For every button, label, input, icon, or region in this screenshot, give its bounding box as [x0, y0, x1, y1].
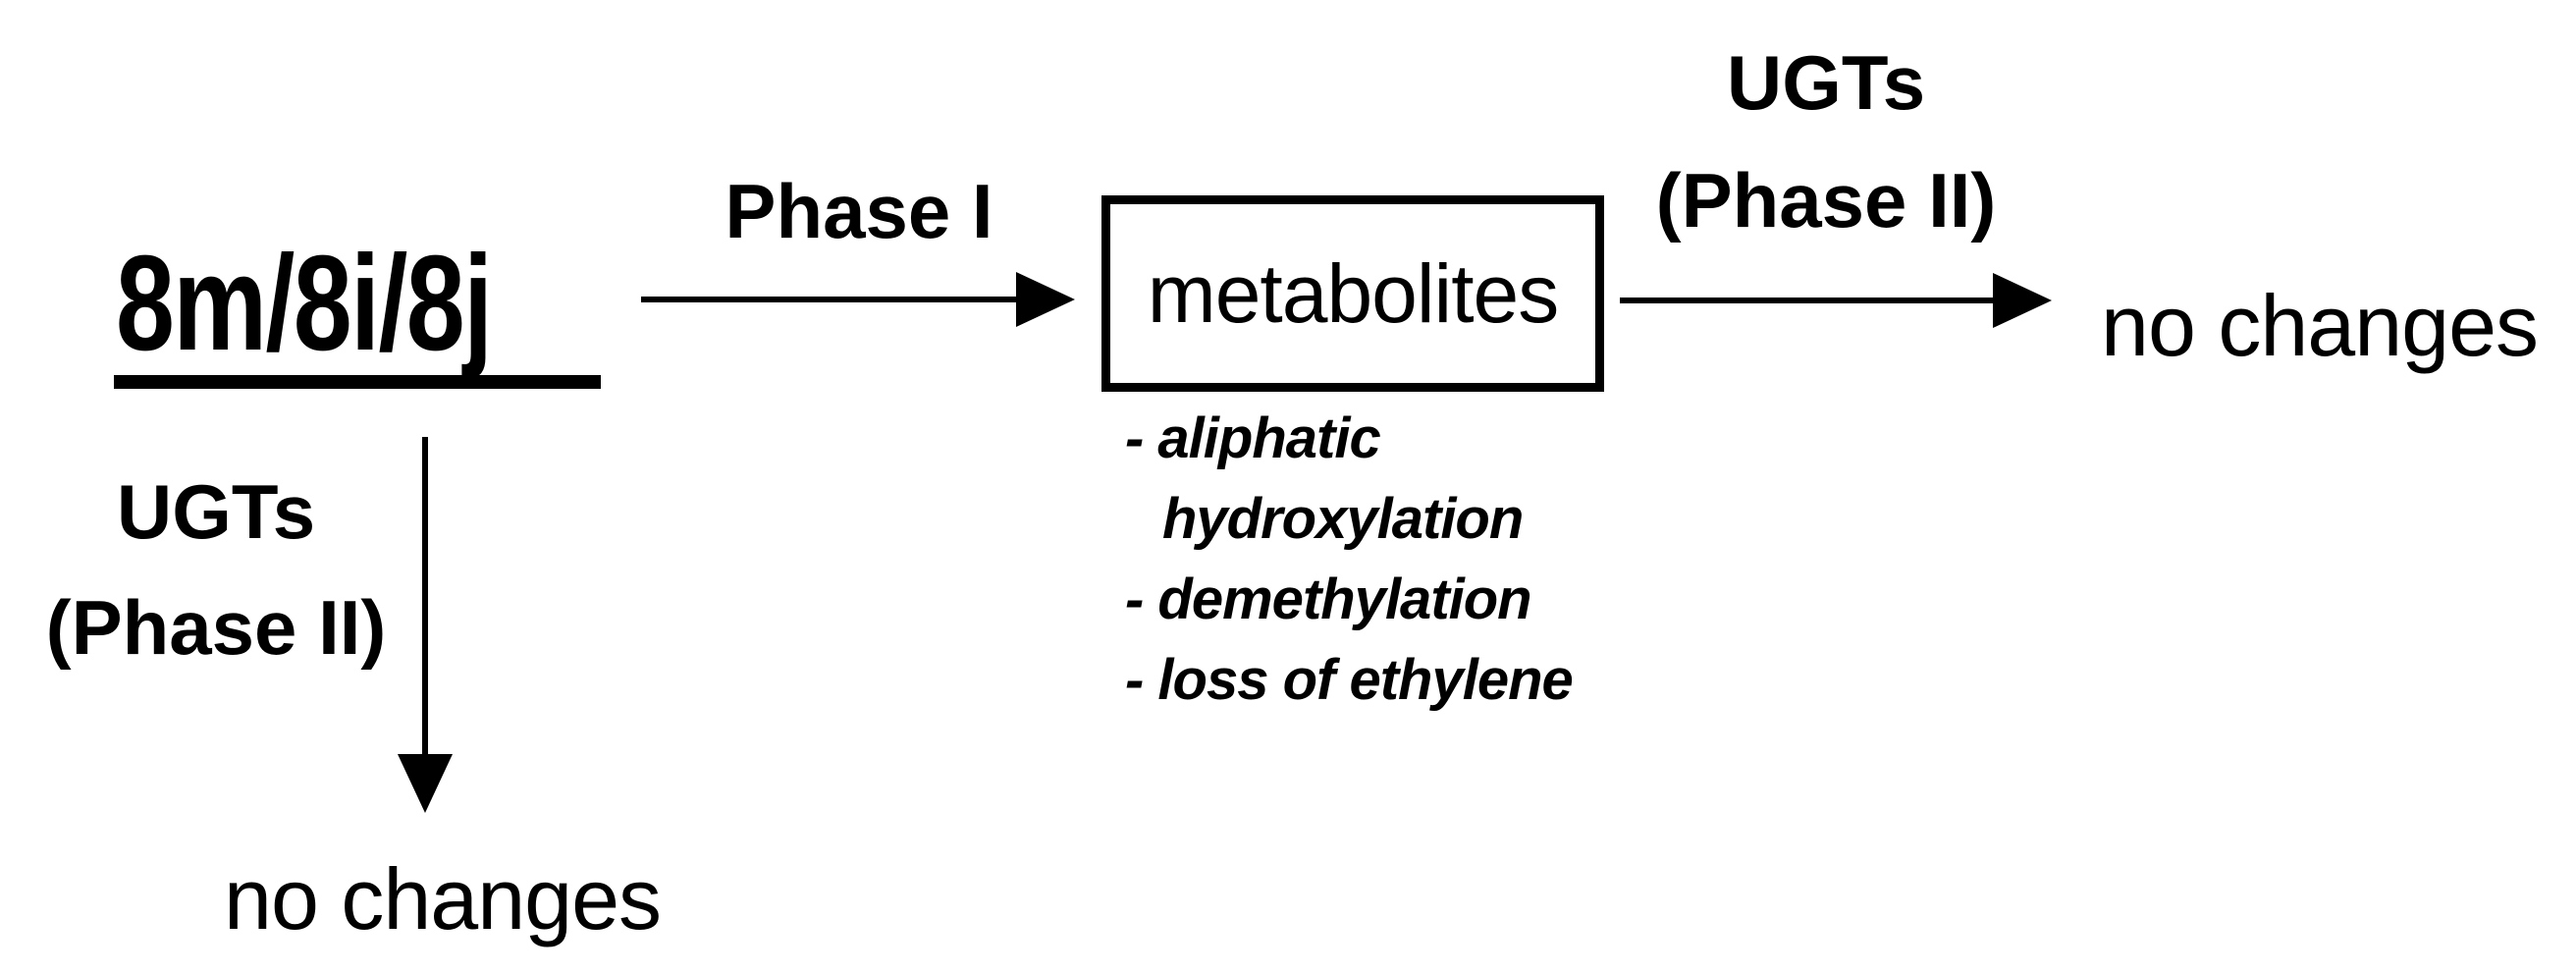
ugt-left-label-line2: (Phase II): [45, 584, 387, 671]
ugt-right-label-line2: (Phase II): [1655, 157, 1997, 244]
arrow-down-icon: [398, 754, 453, 813]
arrow-right-icon: [1993, 273, 2052, 328]
ugt-left-label-line1: UGTs: [116, 468, 316, 555]
no-changes-bottom-label: no changes: [224, 850, 662, 947]
metabolite-note: - aliphatic: [1125, 406, 1381, 470]
metabolite-note: hydroxylation: [1162, 487, 1524, 551]
ugt-right-label-line1: UGTs: [1726, 39, 1926, 126]
compound-underline: [114, 375, 601, 389]
metabolite-note: - demethylation: [1125, 568, 1532, 631]
ugt-left-label: UGTs (Phase II): [20, 454, 412, 685]
ugt-right-arrow-shaft: [1620, 298, 1993, 303]
ugt-down-arrow-shaft: [422, 437, 428, 756]
metabolites-box-label: metabolites: [1147, 246, 1560, 340]
metabolite-note: - loss of ethylene: [1125, 648, 1574, 712]
no-changes-right-label: no changes: [2101, 277, 2539, 374]
arrow-right-icon: [1016, 272, 1075, 327]
phase1-arrow-shaft: [641, 297, 1016, 302]
phase1-label: Phase I: [724, 168, 993, 254]
ugt-right-label: UGTs (Phase II): [1630, 24, 2022, 259]
metabolites-box: metabolites: [1101, 195, 1604, 392]
compound-label: 8m/8i/8j: [116, 228, 493, 379]
